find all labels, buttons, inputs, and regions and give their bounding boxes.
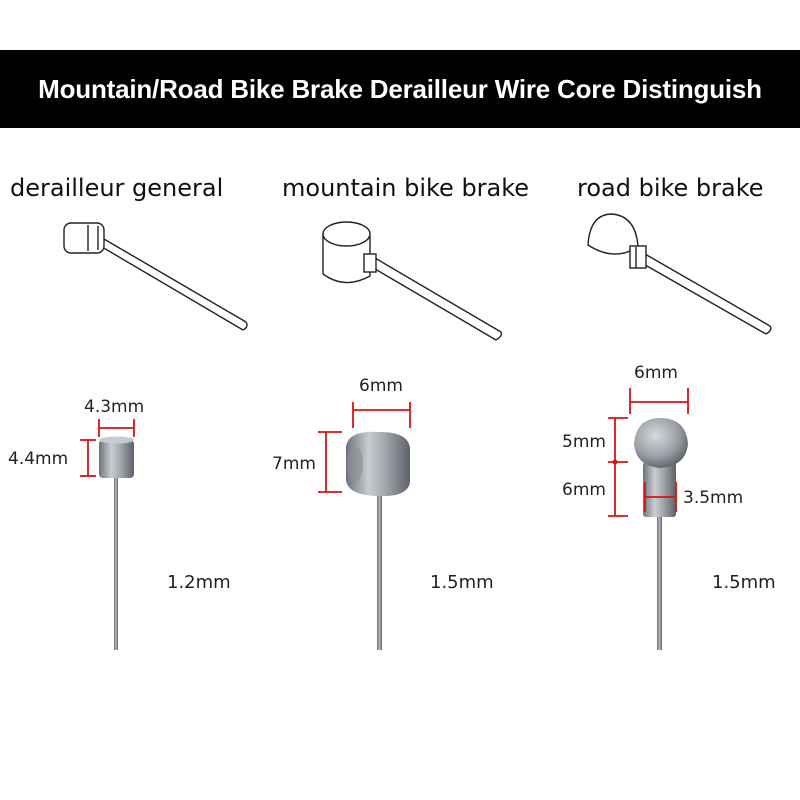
wire-road-bike-brake <box>634 418 688 650</box>
heading-road-bike-brake: road bike brake <box>577 174 764 202</box>
heading-mountain-bike-brake: mountain bike brake <box>282 174 530 202</box>
drawing-mountain-bike-brake <box>322 221 503 341</box>
derailleur-width-label: 4.3mm <box>84 397 145 417</box>
wire-mountain-bike-brake <box>346 431 410 650</box>
drawing-derailleur-general <box>63 222 248 331</box>
road-wire-label: 1.5mm <box>712 572 776 593</box>
heading-derailleur-general: derailleur general <box>10 174 224 202</box>
road-neck-height-label: 6mm <box>562 480 606 500</box>
mountain-height-label: 7mm <box>272 454 316 474</box>
road-head-height-label: 5mm <box>562 432 606 452</box>
wire-derailleur-general <box>99 436 134 650</box>
drawing-road-bike-brake <box>587 213 772 335</box>
road-neck-width-label: 3.5mm <box>683 488 744 508</box>
road-width-label: 6mm <box>634 363 678 383</box>
mountain-width-label: 6mm <box>359 376 403 396</box>
mountain-wire-label: 1.5mm <box>430 572 494 593</box>
title-banner: Mountain/Road Bike Brake Derailleur Wire… <box>0 50 800 128</box>
derailleur-wire-label: 1.2mm <box>167 572 231 593</box>
dimension-lines <box>80 388 689 517</box>
page-title: Mountain/Road Bike Brake Derailleur Wire… <box>38 73 762 104</box>
derailleur-height-label: 4.4mm <box>8 449 69 469</box>
